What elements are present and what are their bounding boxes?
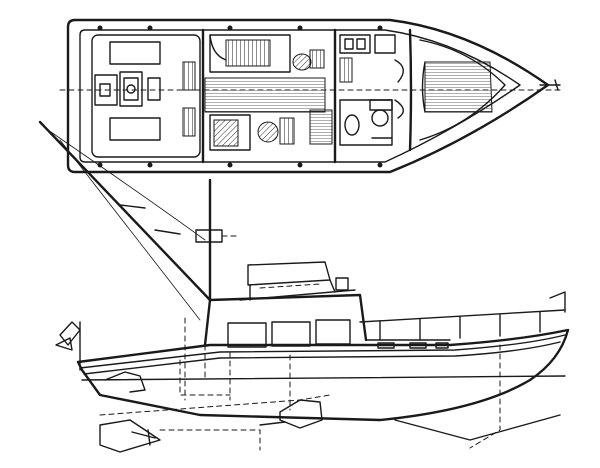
internal-lines <box>184 317 291 411</box>
cabin-house <box>203 293 451 349</box>
stern-flag <box>55 321 81 371</box>
door-swing-1 <box>394 59 404 83</box>
sheer-line <box>79 334 566 369</box>
v-berth <box>419 39 506 141</box>
cockpit-coaming <box>91 34 201 158</box>
keel-and-rudder <box>99 414 561 453</box>
outrigger-pole <box>38 120 212 302</box>
underwater-gear <box>99 344 501 451</box>
profile-hull <box>76 328 570 422</box>
plan-deck-line <box>79 29 521 163</box>
bow-rail <box>359 291 566 341</box>
chair-profile <box>104 371 146 393</box>
head <box>339 99 393 146</box>
cockpit-steps <box>182 61 196 137</box>
profile-view <box>38 120 570 453</box>
settee-port <box>209 34 291 73</box>
fighting-chair <box>94 71 161 107</box>
galley <box>339 34 396 83</box>
outrigger-line-1 <box>47 129 206 241</box>
plan-hull-outline <box>66 18 550 174</box>
settee-starboard <box>209 114 295 151</box>
plan-view <box>59 18 561 174</box>
cockpit-hatch-bottom <box>109 117 161 141</box>
outrigger-line-2 <box>59 139 201 321</box>
outrigger-spreader <box>119 204 181 235</box>
rub-rail <box>83 341 561 375</box>
door-swing-2 <box>394 99 404 119</box>
waterline <box>81 375 566 381</box>
chair-top <box>309 49 325 69</box>
galley-counter <box>309 109 333 145</box>
table-top <box>292 53 312 71</box>
forward-bulkhead <box>408 28 413 152</box>
cockpit-hatch-top <box>109 41 161 65</box>
bow-pulpit <box>539 79 561 91</box>
plan-stanchions <box>97 25 383 168</box>
flybridge <box>239 261 356 301</box>
saloon-sole <box>204 77 326 113</box>
